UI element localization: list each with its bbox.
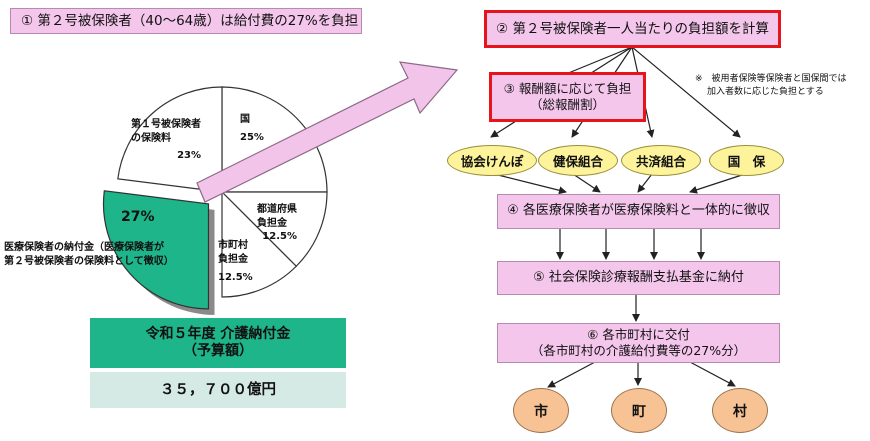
pie-label-27: 27% [121,209,155,225]
pie-label-municipality: 市町村 負担金 12.5% [218,240,253,283]
budget-subtitle: （予算額） [183,343,253,359]
budget-title: 令和５年度 介護納付金 [145,325,291,342]
connector-arrow [689,173,746,194]
connector-arrow [637,173,653,193]
step2-box: ② 第２号被保険者一人当たりの負担額を計算 [484,10,781,48]
step3-line1: ③ 報酬額に応じて負担 [503,81,632,97]
note-text: ※ 被用者保険等保険者と国保間では 加入者数に応じた負担とする [695,74,847,97]
step3-line2: （総報酬割） [529,97,605,112]
budget-title-box: 令和５年度 介護納付金 （予算額） [90,318,346,368]
pie-slice-first-insured [117,86,223,193]
step5-text: ⑤ 社会保険診療報酬支払基金に納付 [533,269,744,285]
connector-arrow [572,173,601,193]
pie-slice-municipality [221,190,298,298]
budget-amount-box: ３５，７００億円 [90,372,346,408]
step5-box: ⑤ 社会保険診療報酬支払基金に納付 [497,261,780,295]
top-left-title-box: ① 第２号被保険者（40～64歳）は給付費の27%を負担 [10,8,362,34]
connector-arrow [547,361,596,388]
connector-arrow [631,46,741,138]
insurer-kenpo-kumiai: 健保組合 [538,145,618,176]
step6-box: ⑥ 各市町村に交付 （各市町村の介護給付費等の27%分） [497,323,780,363]
step6-line2: （各市町村の介護給付費等の27%分） [530,343,747,358]
step2-text: ② 第２号被保険者一人当たりの負担額を計算 [496,20,769,37]
step6-line1: ⑥ 各市町村に交付 [587,327,690,343]
budget-amount: ３５，７００億円 [160,381,276,398]
connector-arrow [493,173,567,195]
pie-label-kuni: 国 25% [240,114,264,143]
municipality-town: 町 [611,388,667,433]
municipality-village: 村 [712,388,768,433]
connector-arrow [689,361,736,387]
connector-line [565,46,633,75]
pie-label-prefecture: 都道府県 負担金 12.5% [257,204,297,242]
pie-exploded-note: 医療保険者の納付金（医療保険者が 第２号被保険者の保険料として徴収） [4,242,174,267]
pie-slice-care-levy [102,190,210,310]
insurer-kyokai-kenpo: 協会けんぽ [447,145,537,176]
municipality-city: 市 [513,388,569,433]
insurer-kyosai-kumiai: 共済組合 [621,145,701,176]
top-left-title: ① 第２号被保険者（40～64歳）は給付費の27%を負担 [21,12,359,29]
pie-slice-prefecture [220,191,328,268]
step4-text: ④ 各医療保険者が医療保険料と一体的に徴収 [507,203,770,219]
step4-box: ④ 各医療保険者が医療保険料と一体的に徴収 [497,194,780,229]
insurer-kokuho: 国 保 [709,145,784,176]
step3-box: ③ 報酬額に応じて負担 （総報酬割） [489,72,646,122]
pie-label-first-insured: 第１号被保険者 の保険料 23% [131,119,201,161]
